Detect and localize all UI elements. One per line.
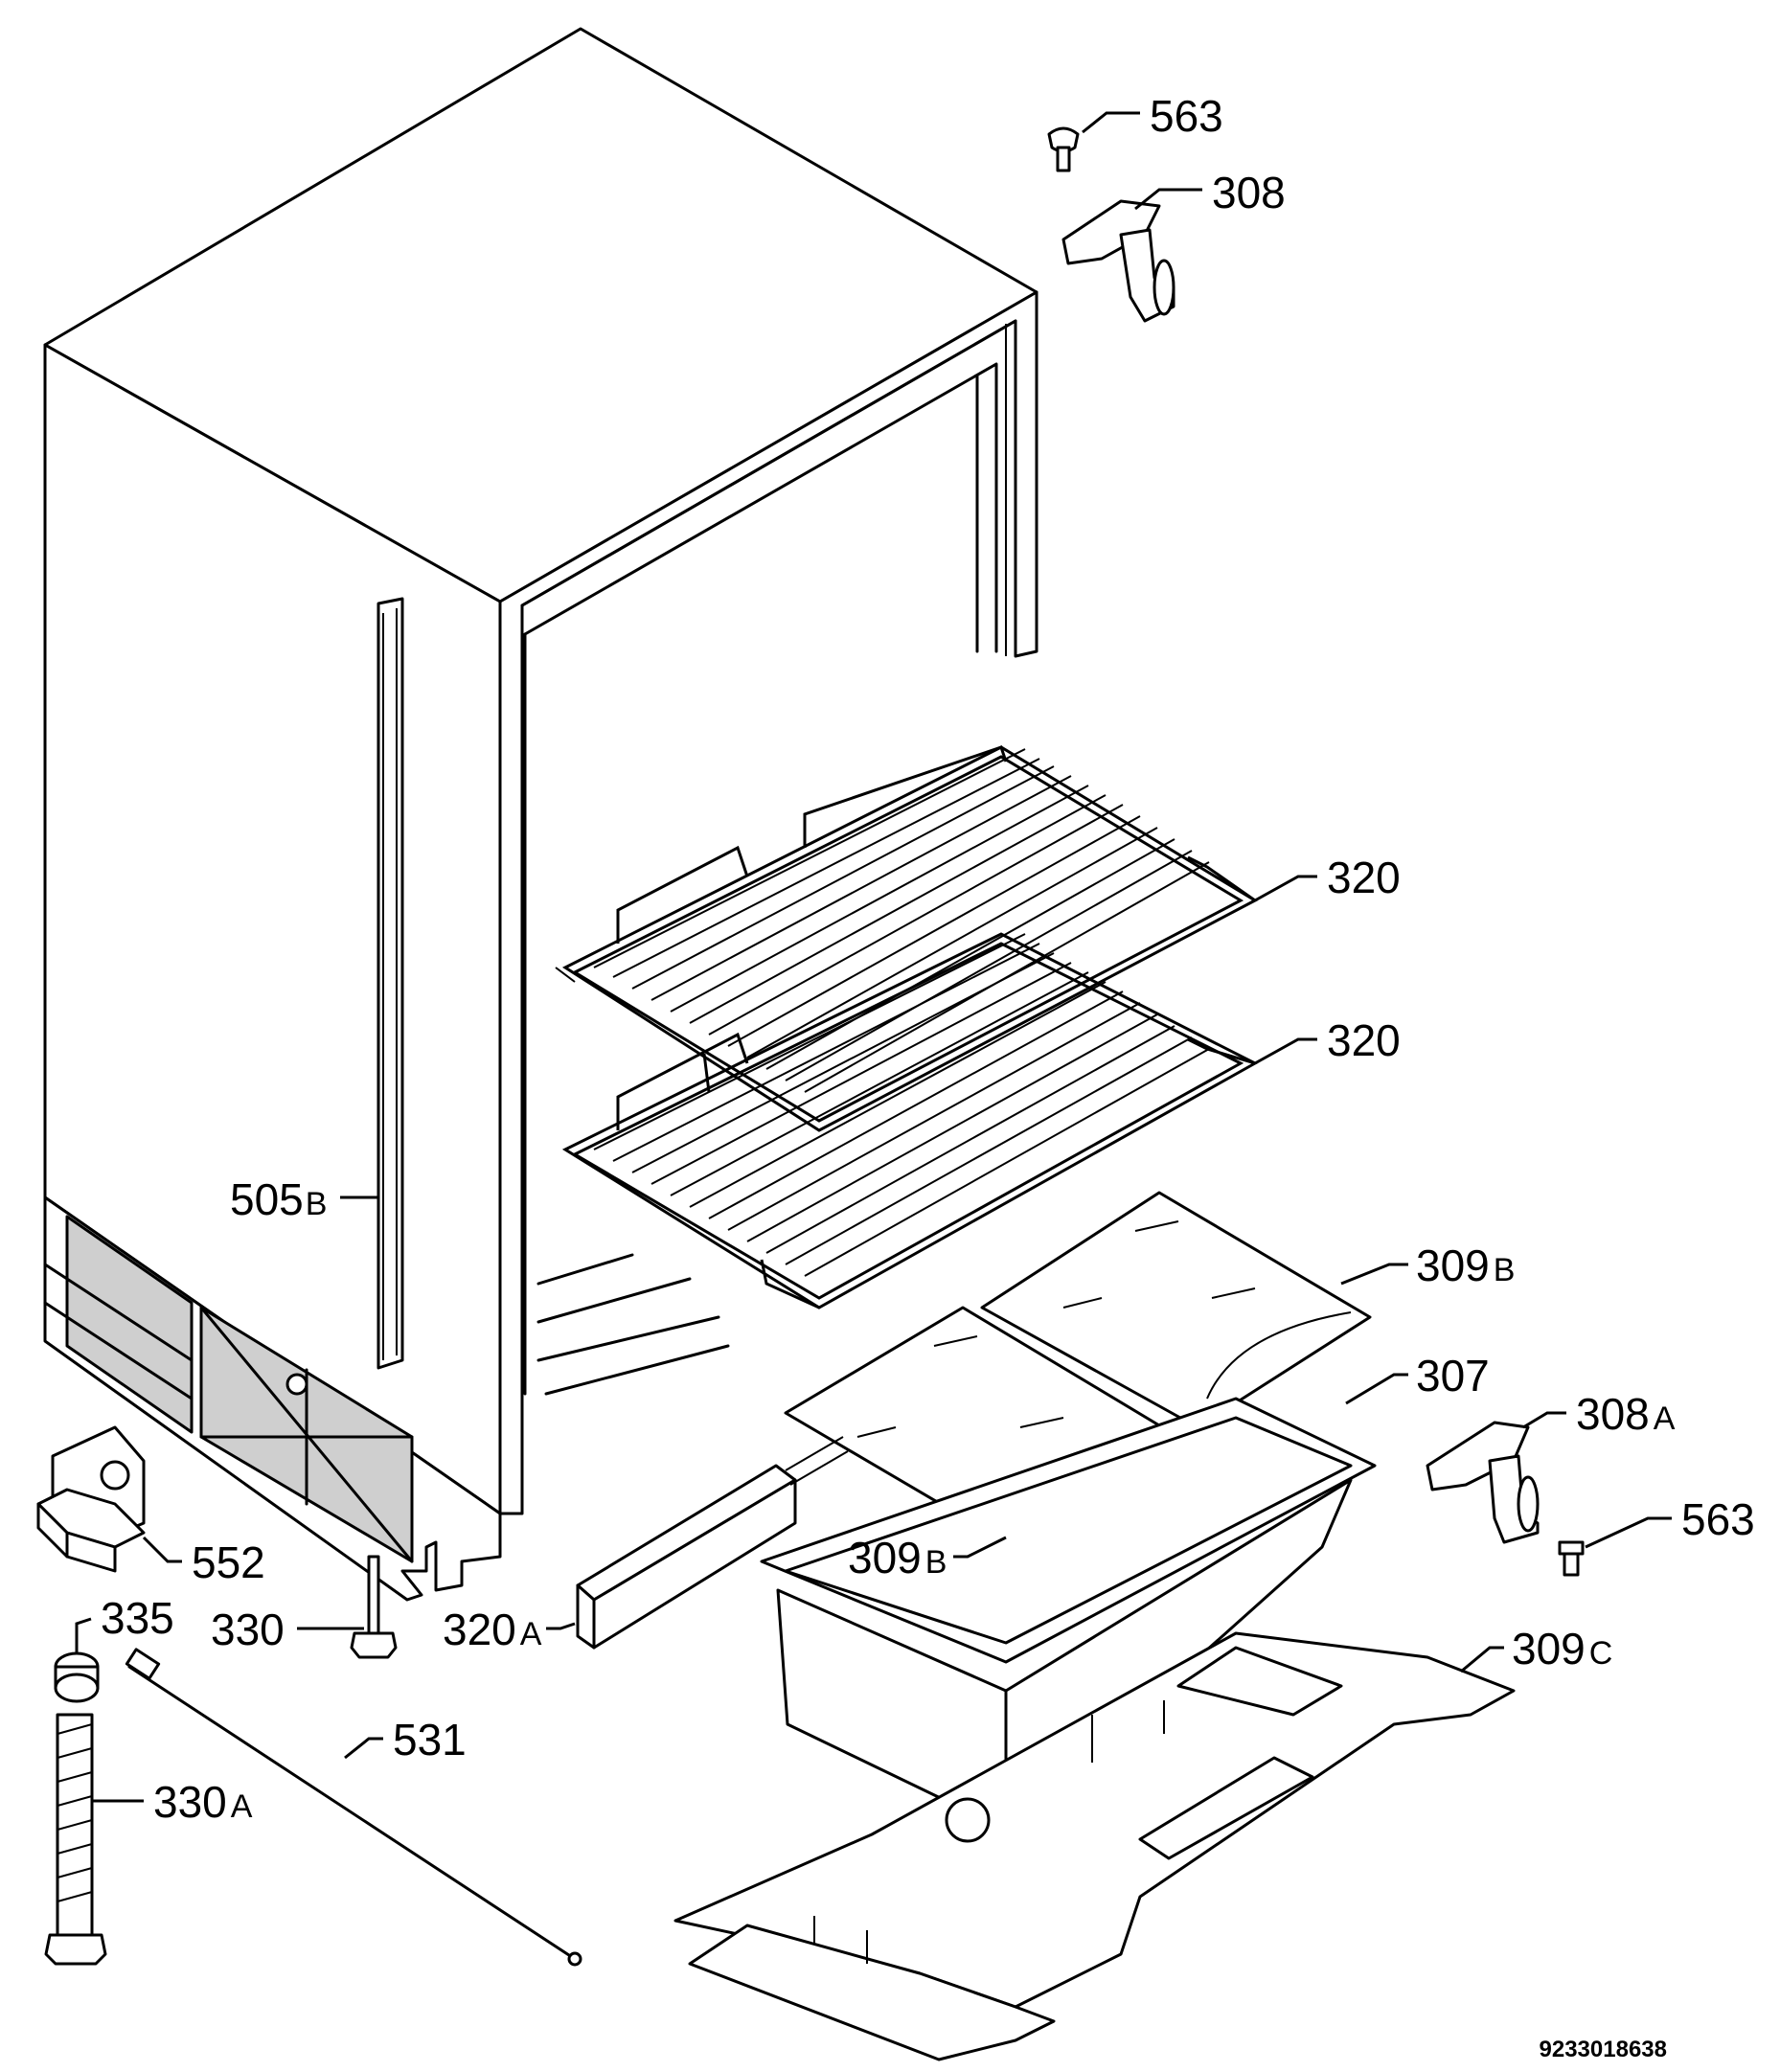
door-seal-strip [377, 597, 404, 1370]
leader-lines [75, 111, 1672, 1803]
control-housing [36, 1425, 146, 1573]
label-320-bottom: 320 [1327, 1015, 1401, 1065]
label-335: 335 [101, 1593, 174, 1643]
adjusting-rod [125, 1648, 582, 1967]
hinge-pin-right [1558, 1540, 1585, 1577]
label-308: 308 [1212, 168, 1286, 217]
label-563-top: 563 [1150, 91, 1223, 141]
hinge-pin-top [1047, 126, 1080, 172]
bottom-drip-tray [673, 1631, 1516, 2061]
cabinet-base-plinth [43, 1195, 502, 1602]
front-trim-strip [576, 1436, 849, 1650]
gear-wheel [54, 1651, 100, 1703]
freezer-tray [760, 1397, 1377, 1832]
label-563-right: 563 [1681, 1494, 1755, 1544]
label-307: 307 [1416, 1351, 1490, 1400]
label-320-top: 320 [1327, 853, 1401, 902]
adjustable-foot [350, 1555, 398, 1659]
screw-foot [44, 1713, 107, 1966]
ice-pack-upper [980, 1191, 1372, 1429]
bottom-hinge [1426, 1421, 1540, 1544]
wire-shelf-upper [555, 745, 1259, 1132]
label-505b: 505B [230, 1174, 327, 1224]
label-552: 552 [192, 1537, 265, 1587]
refrigerator-cabinet [43, 27, 1038, 1602]
top-hinge [1061, 199, 1175, 323]
label-531: 531 [393, 1715, 467, 1765]
document-number: 9233018638 [1540, 2037, 1667, 2062]
label-330: 330 [211, 1605, 285, 1654]
